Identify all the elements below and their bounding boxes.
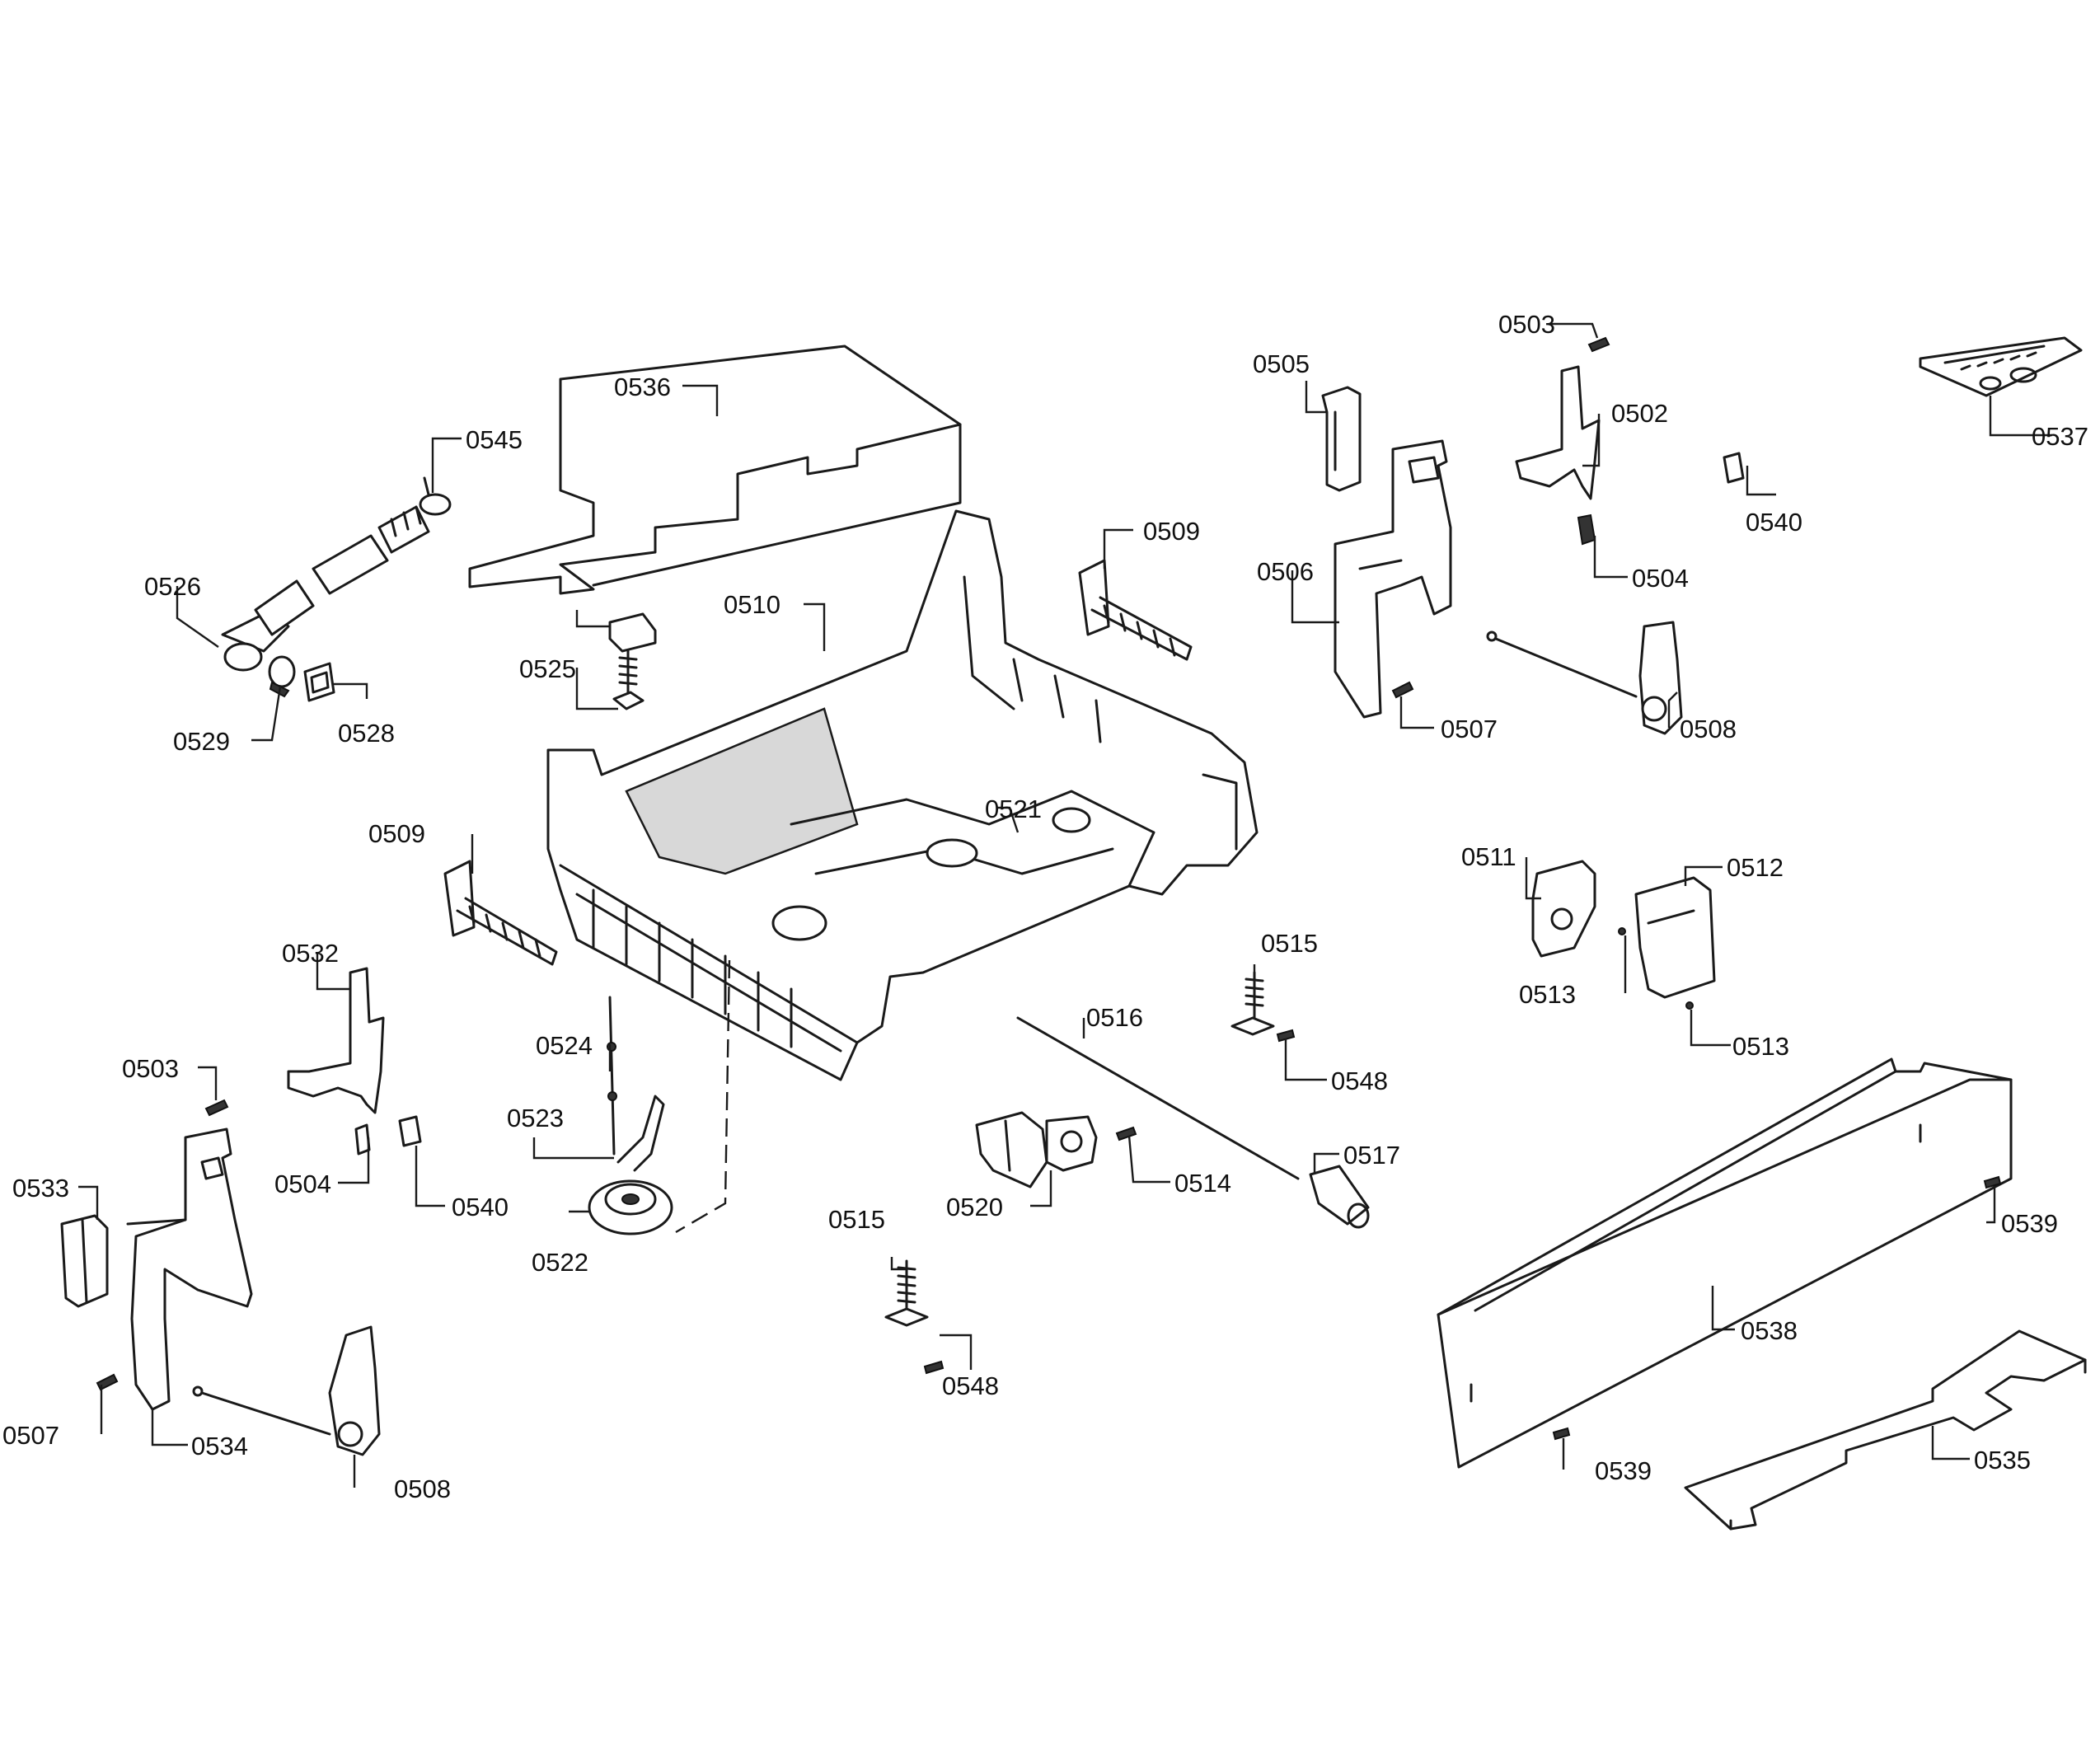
callout-0545: 0545 bbox=[466, 425, 523, 454]
part-0511-bracket bbox=[1531, 860, 1596, 958]
leader-lines bbox=[78, 322, 2052, 1488]
callout-0532: 0532 bbox=[282, 939, 339, 968]
part-0512-cover bbox=[1634, 876, 1716, 999]
callout-0534: 0534 bbox=[191, 1432, 248, 1460]
callout-0503-upper: 0503 bbox=[1498, 310, 1555, 339]
callout-0502: 0502 bbox=[1611, 399, 1668, 428]
callout-0511: 0511 bbox=[1461, 842, 1516, 871]
callout-0529: 0529 bbox=[173, 727, 230, 756]
part-0508-sensor-left bbox=[192, 1325, 381, 1456]
part-0510-base-tub bbox=[546, 509, 1259, 1081]
part-0505-bracket bbox=[1321, 386, 1362, 492]
part-0503-screw-upper bbox=[1587, 336, 1610, 353]
callout-0507-left: 0507 bbox=[2, 1421, 59, 1450]
callout-0538: 0538 bbox=[1741, 1316, 1798, 1345]
part-0513-screw-a bbox=[1618, 927, 1626, 935]
part-0506-side-panel bbox=[1334, 439, 1452, 719]
part-0508-sensor-right bbox=[1486, 621, 1683, 735]
part-0523-link bbox=[616, 1095, 665, 1172]
part-0548-screw-lower bbox=[923, 1360, 945, 1375]
callout-0513-a: 0513 bbox=[1519, 980, 1576, 1009]
part-0502-bracket bbox=[1515, 365, 1601, 500]
part-0507-screw-left bbox=[96, 1373, 119, 1391]
part-0540-clip-lower bbox=[398, 1115, 422, 1147]
callout-0513-b: 0513 bbox=[1732, 1032, 1789, 1061]
callout-0537: 0537 bbox=[2032, 422, 2088, 451]
part-0520-inlet-valve bbox=[975, 1111, 1098, 1188]
part-0517-connector bbox=[1309, 1165, 1370, 1229]
callout-0540-right: 0540 bbox=[1746, 508, 1802, 537]
callout-0512: 0512 bbox=[1727, 853, 1784, 882]
part-0540-clip-right bbox=[1723, 452, 1745, 484]
callout-0507-right: 0507 bbox=[1441, 715, 1498, 743]
part-0535-base-plate bbox=[1684, 1329, 2087, 1531]
callout-0539-upper: 0539 bbox=[2001, 1209, 2058, 1238]
callout-0522: 0522 bbox=[532, 1248, 588, 1277]
callout-0536: 0536 bbox=[614, 373, 671, 401]
callout-labels: 0503 0505 0502 0537 0536 0545 0540 0509 … bbox=[2, 310, 2088, 1503]
callout-0533: 0533 bbox=[12, 1174, 69, 1203]
callout-0510: 0510 bbox=[724, 590, 780, 619]
callout-0515-upper: 0515 bbox=[1261, 929, 1318, 958]
callout-0526: 0526 bbox=[144, 572, 201, 601]
callout-0548-lower: 0548 bbox=[942, 1371, 999, 1400]
callout-0517: 0517 bbox=[1343, 1141, 1400, 1170]
callout-0504-lower: 0504 bbox=[274, 1170, 331, 1198]
part-0545-hose-clamp bbox=[419, 476, 452, 516]
callout-0540-lower: 0540 bbox=[452, 1193, 509, 1221]
part-0534-side-panel bbox=[126, 1128, 253, 1411]
callout-0514: 0514 bbox=[1174, 1169, 1231, 1198]
part-0522-float bbox=[588, 1179, 673, 1235]
part-0536-cover-plate bbox=[468, 345, 962, 595]
callout-0515-lower: 0515 bbox=[828, 1205, 885, 1234]
part-0509-hinge-left bbox=[443, 860, 558, 966]
callout-0509-upper: 0509 bbox=[1143, 517, 1200, 546]
callout-0524: 0524 bbox=[536, 1031, 593, 1060]
callout-0521: 0521 bbox=[985, 795, 1042, 823]
callout-0508-right: 0508 bbox=[1680, 715, 1737, 743]
part-0504-clip-upper bbox=[1577, 513, 1596, 546]
part-0539-screw-b bbox=[1552, 1427, 1571, 1441]
callout-0539-lower: 0539 bbox=[1595, 1456, 1652, 1485]
callout-0528: 0528 bbox=[338, 719, 395, 748]
part-0509-hinge-right bbox=[1078, 559, 1193, 661]
part-0513-screw-b bbox=[1685, 1001, 1694, 1010]
part-0503-screw-lower bbox=[204, 1099, 229, 1117]
part-0532-bracket bbox=[287, 967, 385, 1114]
part-0533-cover bbox=[60, 1214, 109, 1308]
callout-0505: 0505 bbox=[1253, 349, 1310, 378]
part-0525-adjustable-foot bbox=[608, 612, 657, 710]
callout-0506: 0506 bbox=[1257, 557, 1314, 586]
part-0524-rod bbox=[607, 996, 617, 1156]
callout-0548-upper: 0548 bbox=[1331, 1067, 1388, 1095]
part-0515-foot-lower bbox=[884, 1259, 929, 1327]
part-0529-clip bbox=[268, 655, 296, 698]
callout-0508-left: 0508 bbox=[394, 1474, 451, 1503]
callout-0523: 0523 bbox=[507, 1104, 564, 1132]
part-0539-screw-a bbox=[1983, 1175, 2002, 1189]
part-0514-screw bbox=[1115, 1126, 1137, 1142]
callout-0535: 0535 bbox=[1974, 1446, 2031, 1474]
part-0515-foot-upper bbox=[1230, 971, 1275, 1036]
part-0526-drain-hose bbox=[221, 505, 430, 672]
callout-0516: 0516 bbox=[1086, 1003, 1143, 1032]
callout-0525: 0525 bbox=[519, 654, 576, 683]
callout-0504-upper: 0504 bbox=[1632, 564, 1689, 593]
part-0507-screw-right bbox=[1391, 681, 1414, 699]
part-0537-hardware-kit bbox=[1919, 336, 2083, 397]
callout-0509-left: 0509 bbox=[368, 819, 425, 848]
part-0504-clip-lower bbox=[354, 1123, 371, 1156]
callout-0520: 0520 bbox=[946, 1193, 1003, 1221]
part-0548-screw-upper bbox=[1276, 1029, 1296, 1043]
part-0538-toe-kick-panel bbox=[1437, 1057, 2013, 1469]
callout-0503-lower: 0503 bbox=[122, 1054, 179, 1083]
part-0528-bracket bbox=[303, 662, 335, 702]
part-0516-cable bbox=[1016, 1016, 1300, 1180]
